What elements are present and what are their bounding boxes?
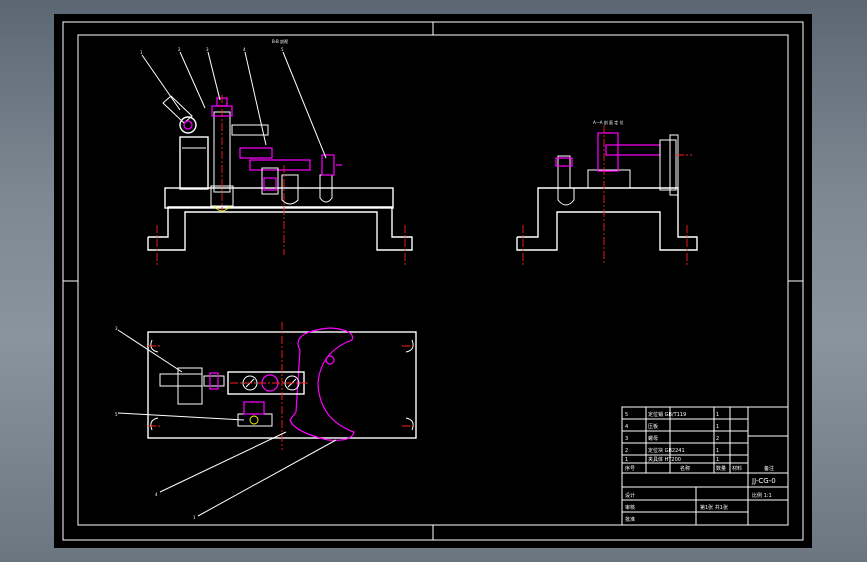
- tb-scale: 比例 1:1: [752, 492, 772, 499]
- tb-row-seq: 1: [625, 457, 628, 463]
- tb-row-seq: 3: [625, 436, 628, 442]
- sheet-frame: [62, 21, 804, 541]
- tb-row-seq: 2: [625, 448, 628, 454]
- side-view-title: A—A 剖 面 定 位: [593, 119, 624, 125]
- tb-row-name: 定位销 GB/T119: [648, 411, 686, 418]
- tb-sign-approve: 批准: [625, 516, 635, 523]
- part-label-5: 5: [281, 47, 284, 52]
- tb-drawing-number: JJ-CG-0: [751, 477, 776, 485]
- part-label-top-1: 1: [193, 515, 196, 520]
- part-label-top-5: 5: [115, 412, 118, 417]
- tb-sheet-count: 第1张 共1张: [700, 504, 728, 511]
- tb-header-qty: 数量: [716, 465, 726, 472]
- title-block: 5 定位销 GB/T119 1 4 压板 1 3 螺母 2 2 定位块 GB22…: [621, 406, 789, 526]
- front-view: B-B 剖视: [140, 38, 413, 265]
- top-view: 3 5 4 1: [115, 322, 417, 520]
- part-label-3: 3: [206, 47, 209, 52]
- tb-row-name: 定位块 GB2241: [648, 447, 685, 454]
- tb-row-qty: 1: [716, 448, 719, 454]
- part-label-top-4: 4: [155, 492, 158, 497]
- tb-header-name: 名称: [680, 465, 690, 472]
- tb-row-name: 螺母: [648, 435, 658, 442]
- tb-row-qty: 1: [716, 424, 719, 430]
- tb-sign-design: 设计: [625, 492, 635, 499]
- tb-row-seq: 4: [625, 424, 628, 430]
- tb-header-remark: 备注: [764, 465, 774, 472]
- tb-sign-review: 审核: [625, 504, 635, 511]
- tb-row-name: 夹具体 HT200: [648, 456, 681, 463]
- tb-row-qty: 1: [716, 412, 719, 418]
- fork-workpiece: [289, 327, 355, 441]
- tb-header-material: 材料: [732, 465, 742, 472]
- tb-row-qty: 1: [716, 457, 719, 463]
- tb-header-seq: 序号: [625, 465, 635, 472]
- tb-row-seq: 5: [625, 412, 628, 418]
- front-view-title: B-B 剖视: [272, 38, 288, 44]
- fixture-base-side: [516, 187, 698, 251]
- part-label-1: 1: [140, 50, 143, 55]
- tb-row-name: 压板: [648, 423, 658, 430]
- part-label-4: 4: [243, 47, 246, 52]
- part-label-2: 2: [178, 47, 181, 52]
- drawing-sheet[interactable]: [54, 14, 812, 548]
- fixture-base-front: [147, 206, 413, 251]
- part-label-top-3: 3: [115, 326, 118, 331]
- side-view: A—A 剖 面 定 位: [516, 119, 698, 265]
- tb-row-qty: 2: [716, 436, 719, 442]
